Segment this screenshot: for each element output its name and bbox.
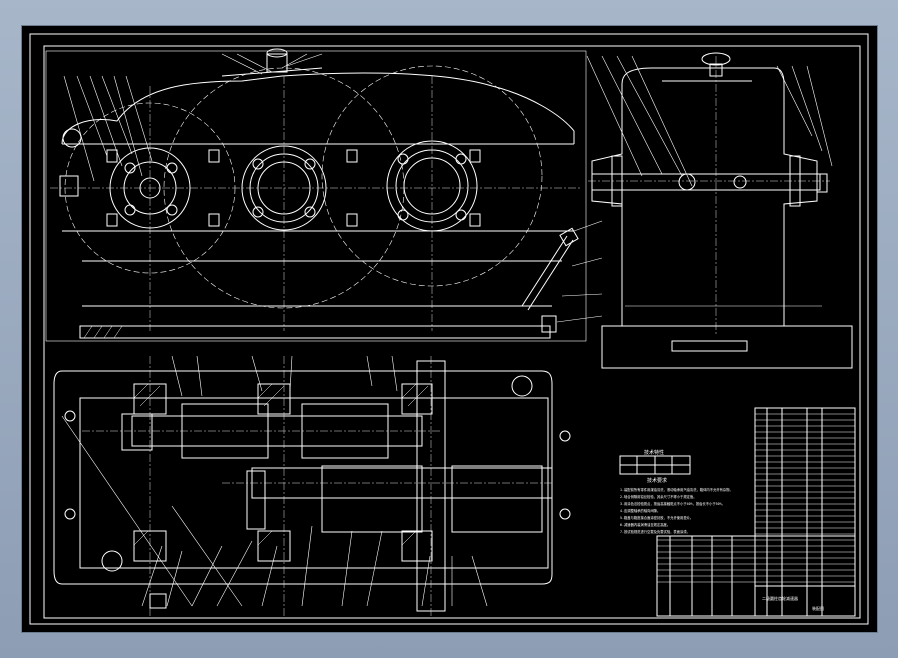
cad-viewport: 技术特性 技术要求 1.装配前所有零件用煤油清洗，滚动轴承用汽油清洗，箱体内不允…	[21, 25, 878, 633]
requirement-line-5: 5.箱盖与箱座接合面涂密封胶，不允许使用垫片。	[620, 515, 693, 520]
gear-4	[451, 465, 543, 533]
tech-characteristics-table: 技术特性	[619, 449, 691, 475]
technical-requirements: 技术要求 1.装配前所有零件用煤油清洗，滚动轴承用汽油清洗，箱体内不允许有杂物。…	[620, 477, 733, 534]
parts-list: 二级圆柱齿轮减速器 装配图	[656, 407, 856, 617]
front-leaders	[63, 53, 603, 323]
requirement-line-4: 4.应调整轴承的轴向间隙。	[620, 508, 660, 513]
requirement-line-2: 2.啮合侧隙用铅丝检验，其余尺寸不得小于规定值。	[620, 494, 697, 499]
base-flange	[79, 325, 551, 339]
requirement-line-1: 1.装配前所有零件用煤油清洗，滚动轴承用汽油清洗，箱体内不允许有杂物。	[620, 487, 733, 492]
bearings	[133, 383, 433, 562]
inner-frame	[43, 45, 861, 619]
oil-dipstick	[521, 235, 568, 307]
title-block-drawing-no: 装配图	[812, 605, 824, 611]
top-leaders	[141, 355, 488, 607]
title-block	[754, 585, 856, 617]
side-housing	[591, 67, 818, 327]
drain-plug	[541, 315, 557, 333]
requirements-title: 技术要求	[647, 477, 667, 484]
gear-3	[321, 465, 423, 533]
side-breather	[701, 52, 731, 66]
parts-list-upper	[754, 407, 856, 617]
base-hatch	[83, 325, 123, 339]
cover-outline	[61, 72, 575, 145]
requirement-line-7: 7.按试验规范进行空载及负载试验，表面涂漆。	[620, 529, 690, 534]
outer-frame	[29, 33, 869, 625]
top-housing	[53, 370, 553, 585]
front-view-box	[45, 50, 587, 342]
parts-list-rows	[657, 413, 855, 583]
side-shaft	[591, 173, 821, 191]
side-base	[601, 325, 853, 369]
side-view	[586, 52, 853, 369]
assembly-drawing: 技术特性 技术要求 1.装配前所有零件用煤油清洗，滚动轴承用汽油清洗，箱体内不允…	[29, 33, 869, 625]
title-block-name: 二级圆柱齿轮减速器	[762, 595, 798, 601]
lifting-lug	[62, 128, 82, 148]
requirement-line-6: 6.减速器内装润滑油至规定高度。	[620, 522, 670, 527]
tech-table-title: 技术特性	[644, 449, 664, 456]
front-view	[45, 48, 603, 342]
requirement-line-3: 3.用涂色法检验斑点，按齿高接触斑点不小于40%，按齿长不小于50%。	[620, 501, 725, 506]
joint-bolts	[106, 149, 481, 227]
top-view	[53, 355, 571, 616]
bearing-hatch	[133, 383, 429, 546]
